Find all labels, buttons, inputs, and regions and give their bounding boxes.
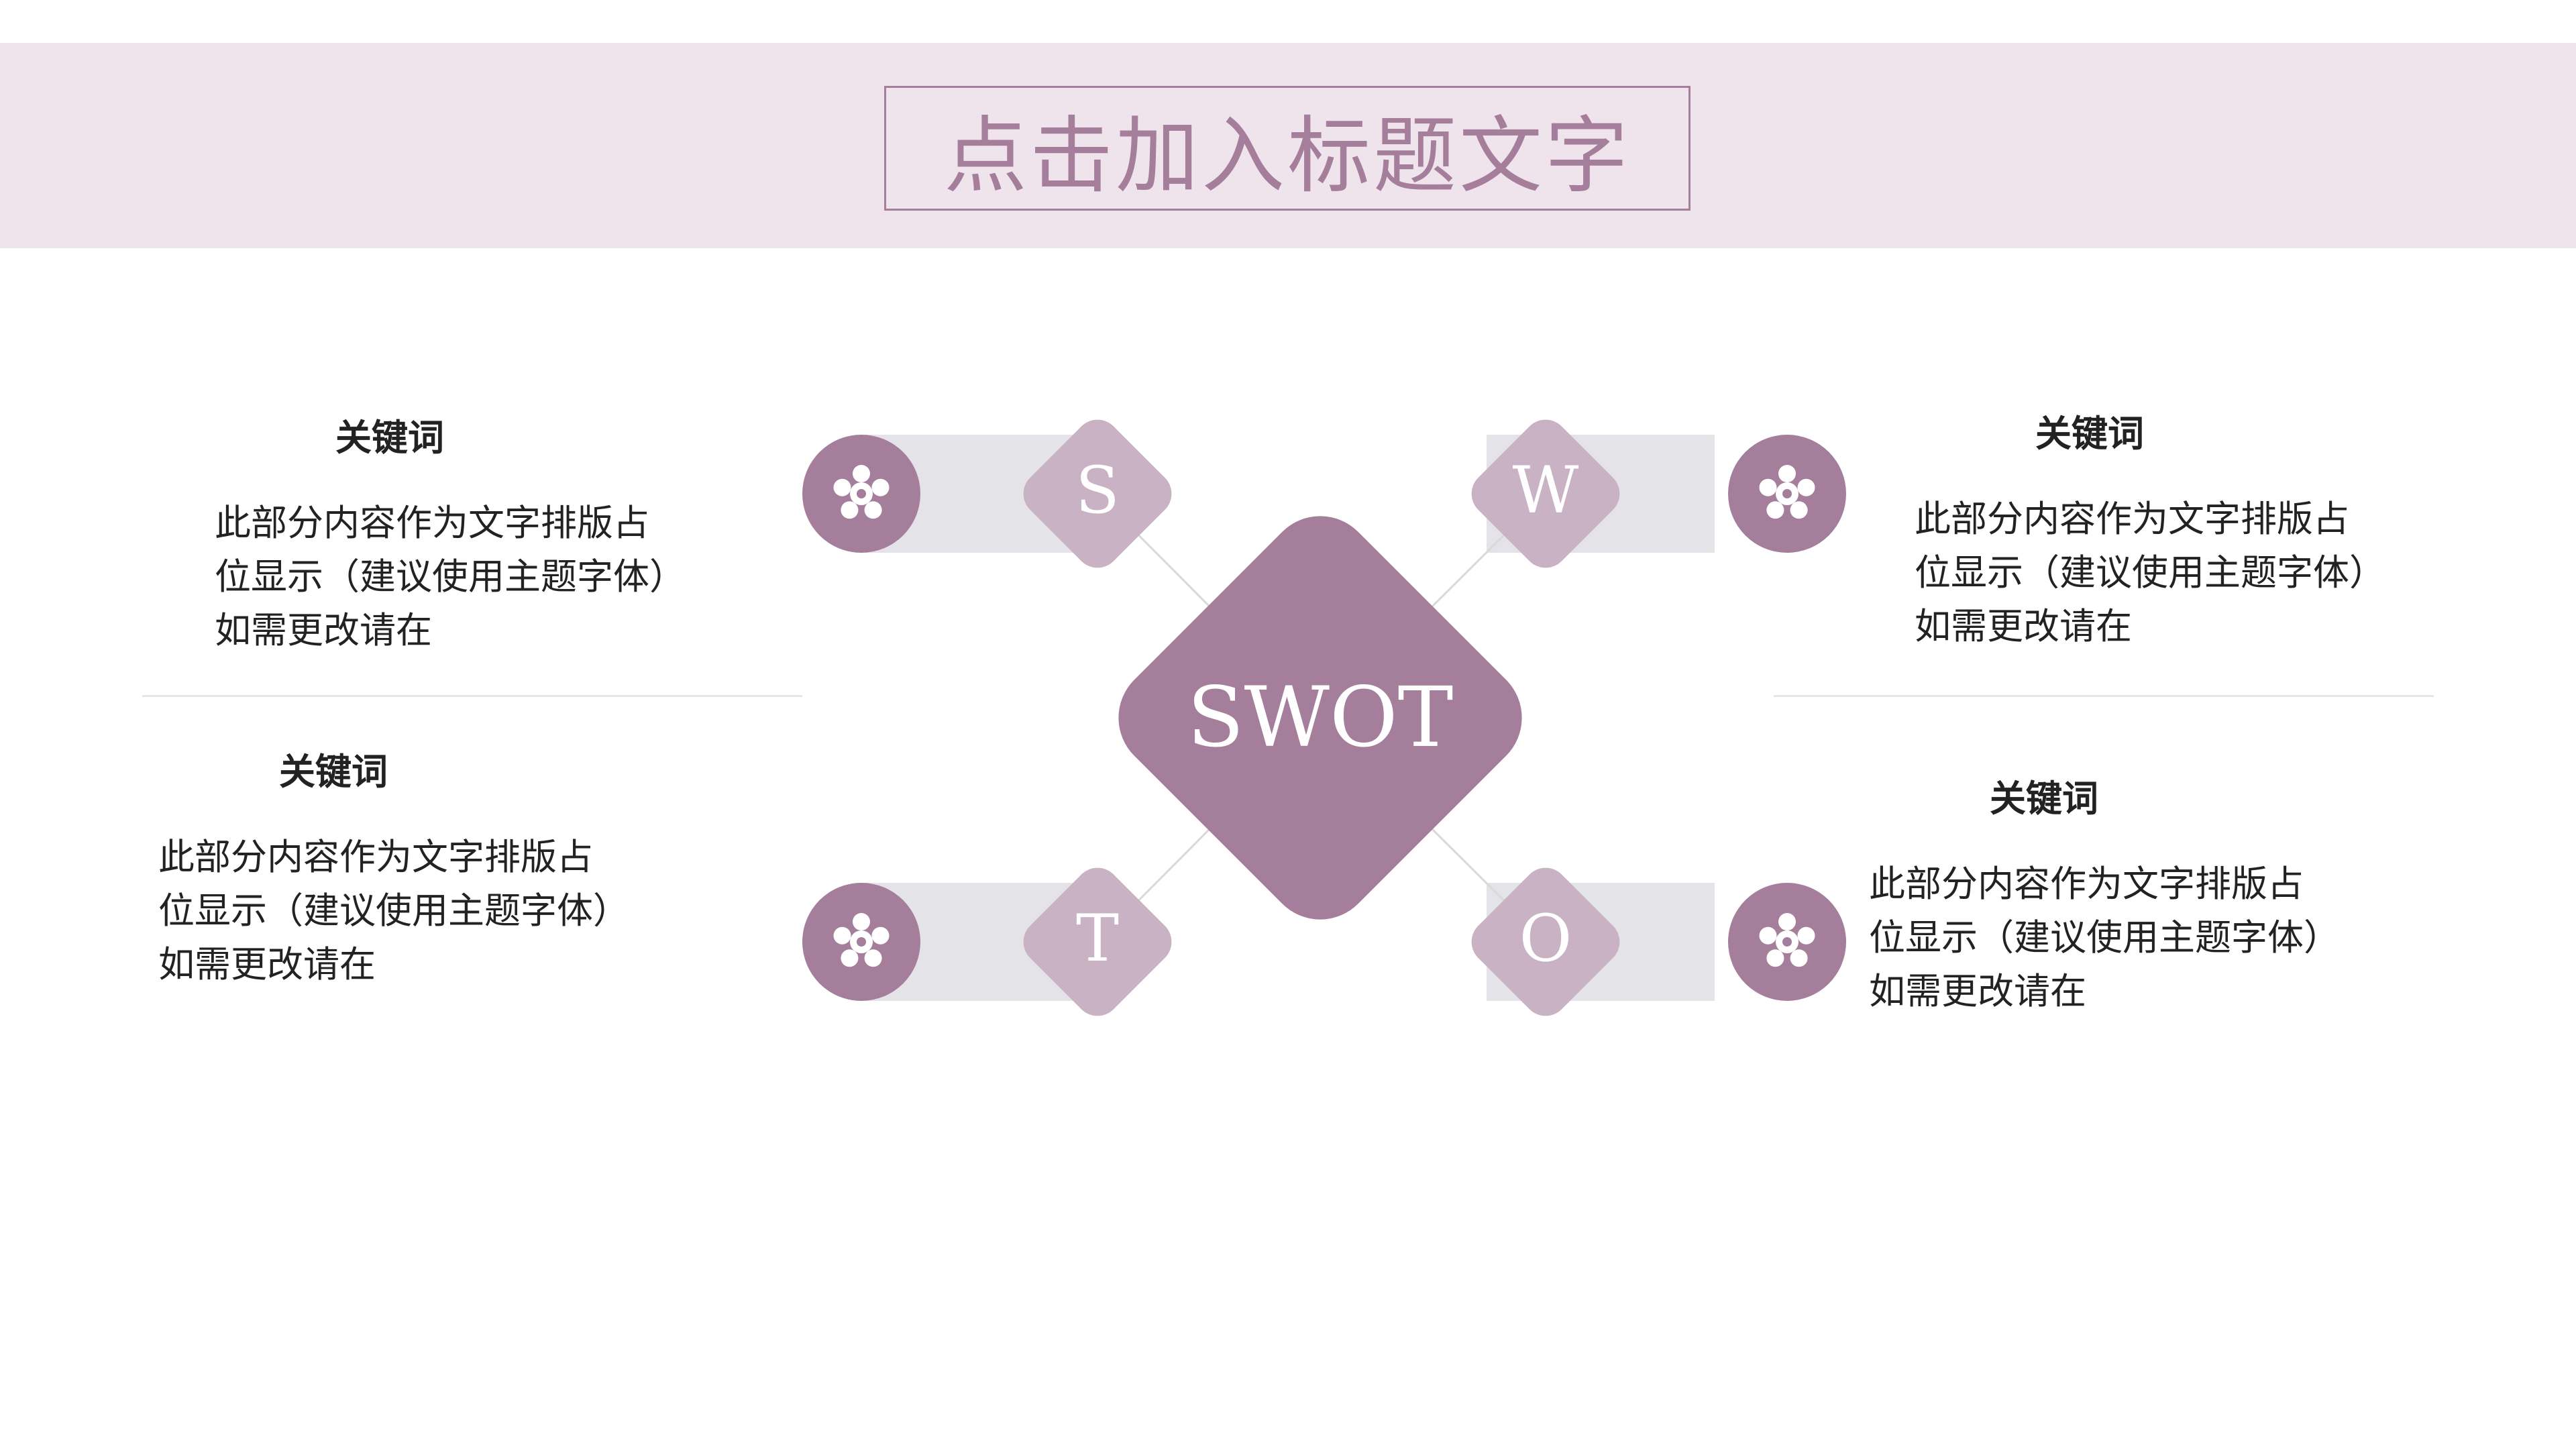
diamond-t[interactable] bbox=[1014, 859, 1181, 1026]
icon-circle-t[interactable] bbox=[802, 883, 920, 1001]
letter-s: S bbox=[1075, 453, 1120, 528]
keyword-w: 关键词 bbox=[2035, 413, 2144, 455]
diamond-o[interactable] bbox=[1462, 859, 1629, 1026]
diamond-w[interactable] bbox=[1462, 411, 1629, 578]
description-w: 此部分内容作为文字排版占位显示（建议使用主题字体）如需更改请在 bbox=[1915, 498, 2367, 647]
description-t: 此部分内容作为文字排版占位显示（建议使用主题字体）如需更改请在 bbox=[158, 836, 611, 985]
letter-w: W bbox=[1513, 453, 1579, 528]
keyword-s: 关键词 bbox=[335, 417, 444, 459]
text-block-o: 关键词 此部分内容作为文字排版占位显示（建议使用主题字体）如需更改请在 bbox=[1869, 775, 2325, 1018]
divider-left bbox=[142, 695, 802, 697]
keyword-o: 关键词 bbox=[1990, 777, 2098, 820]
keyword-t: 关键词 bbox=[279, 751, 388, 793]
title-box[interactable]: 点击加入标题文字 bbox=[884, 86, 1690, 211]
description-o: 此部分内容作为文字排版占位显示（建议使用主题字体）如需更改请在 bbox=[1869, 863, 2322, 1012]
center-label: SWOT bbox=[1187, 669, 1454, 766]
page-title: 点击加入标题文字 bbox=[943, 108, 1631, 205]
text-block-w: 关键词 此部分内容作为文字排版占位显示（建议使用主题字体）如需更改请在 bbox=[1915, 411, 2371, 653]
letter-t: T bbox=[1076, 901, 1119, 976]
text-block-t: 关键词 此部分内容作为文字排版占位显示（建议使用主题字体）如需更改请在 bbox=[158, 749, 614, 991]
divider-right bbox=[1774, 695, 2434, 697]
icon-circle-w[interactable] bbox=[1728, 435, 1846, 553]
diamond-s[interactable] bbox=[1014, 411, 1181, 578]
description-s: 此部分内容作为文字排版占位显示（建议使用主题字体）如需更改请在 bbox=[215, 502, 667, 651]
icon-circle-o[interactable] bbox=[1728, 883, 1846, 1001]
letter-o: O bbox=[1519, 901, 1572, 976]
title-banner bbox=[0, 43, 2576, 248]
center-diamond[interactable] bbox=[1096, 494, 1544, 942]
icon-circle-s[interactable] bbox=[802, 435, 920, 553]
text-block-s: 关键词 此部分内容作为文字排版占位显示（建议使用主题字体）如需更改请在 bbox=[215, 415, 671, 657]
